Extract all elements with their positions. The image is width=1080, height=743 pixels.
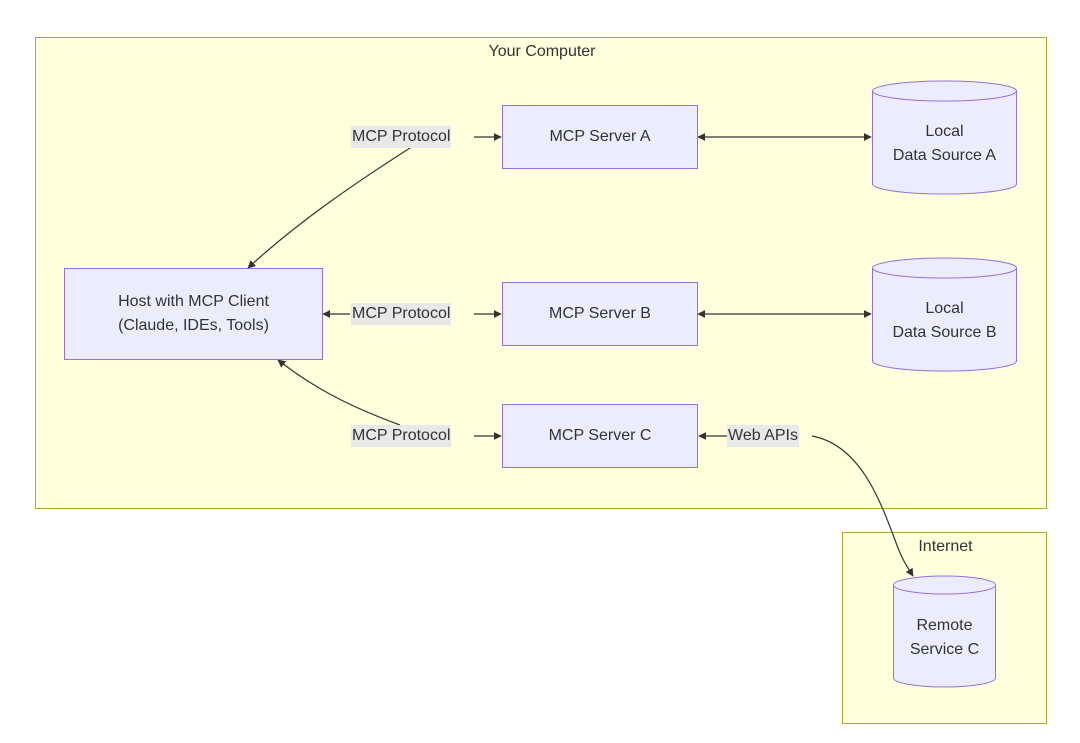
edge-label-host-server-c: MCP Protocol [351,425,452,447]
node-remote-service-c[interactable]: Remote Service C [893,575,996,688]
edge-label-host-server-a: MCP Protocol [351,126,452,148]
node-data-source-b[interactable]: Local Data Source B [872,257,1017,372]
node-host[interactable]: Host with MCP Client (Claude, IDEs, Tool… [64,268,323,360]
node-server-b-label: MCP Server B [549,305,651,322]
cluster-title-internet: Internet [918,538,973,555]
node-server-a[interactable]: MCP Server A [502,105,698,169]
node-host-label: Host with MCP Client (Claude, IDEs, Tool… [118,293,269,334]
node-server-a-label: MCP Server A [549,128,651,145]
edge-label-web-apis: Web APIs [727,425,799,447]
cylinder-shape [872,80,1017,195]
cluster-title-your-computer: Your Computer [488,43,596,60]
edge-label-host-server-b: MCP Protocol [351,303,452,325]
node-server-c[interactable]: MCP Server C [502,404,698,468]
node-remote-service-c-label: Remote Service C [909,616,980,658]
node-server-c-label: MCP Server C [548,427,652,444]
cylinder-shape [893,575,996,688]
node-data-source-a[interactable]: Local Data Source A [872,80,1017,195]
node-data-source-b-label: Local Data Source B [892,299,997,341]
node-data-source-a-label: Local Data Source A [892,122,997,164]
node-server-b[interactable]: MCP Server B [502,282,698,346]
cylinder-shape [872,257,1017,372]
